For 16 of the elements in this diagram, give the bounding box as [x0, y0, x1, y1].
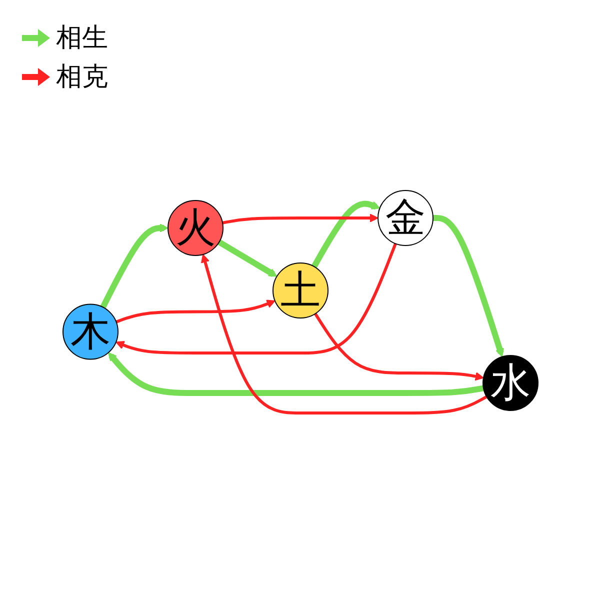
node-circle: 水 — [482, 354, 538, 410]
arrow — [217, 238, 277, 276]
node-circle: 土 — [272, 262, 328, 318]
node-circle: 火 — [167, 200, 223, 256]
arrow — [100, 223, 168, 308]
arrow — [314, 312, 484, 380]
arrow — [222, 213, 378, 224]
node-circle: 金 — [377, 190, 433, 246]
legend-text: 相生 — [56, 22, 108, 55]
arrow — [115, 242, 396, 354]
legend-text: 相克 — [56, 61, 108, 94]
node-circle: 木 — [62, 303, 118, 360]
arrow — [200, 254, 487, 414]
arrow — [310, 200, 380, 268]
arrow — [115, 299, 275, 323]
arrow — [108, 352, 484, 396]
